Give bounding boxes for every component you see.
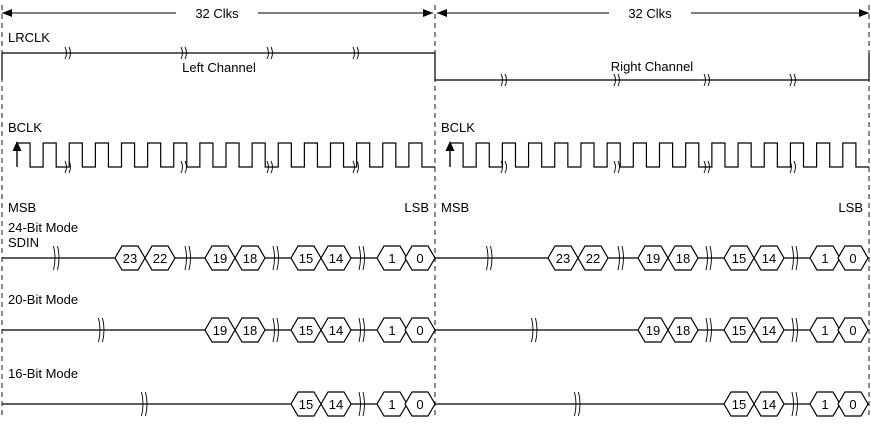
- bit-number-label: 14: [762, 397, 776, 412]
- time-break-mark: [531, 317, 538, 343]
- lsb-label-right: LSB: [838, 200, 863, 215]
- time-break-mark: [266, 46, 273, 60]
- bit-number-label: 19: [213, 323, 227, 338]
- time-break-mark: [352, 46, 359, 60]
- bit-number-label: 1: [388, 397, 395, 412]
- frame-boundaries: [1, 5, 870, 418]
- sdin-16bit-row: 15 14 1 0 15 14 1 0: [2, 391, 869, 417]
- data-bit-cell: [837, 391, 869, 417]
- bit-number-label: 15: [732, 397, 746, 412]
- lrclk-waveform: Left Channel Right Channel: [1, 46, 870, 87]
- bit-number-label: 1: [821, 323, 828, 338]
- bit-number-label: 19: [646, 323, 660, 338]
- bit-number-label: 18: [676, 323, 690, 338]
- bit-number-label: 22: [153, 251, 167, 266]
- data-bit-cell: [837, 317, 869, 343]
- time-break-mark: [358, 317, 365, 343]
- lsb-label-left: LSB: [404, 200, 429, 215]
- time-break-mark: [613, 160, 620, 174]
- time-break-mark: [500, 73, 507, 87]
- mode-20-label: 20-Bit Mode: [8, 292, 78, 307]
- bit-number-label: 14: [329, 323, 343, 338]
- bit-number-label: 14: [329, 397, 343, 412]
- time-break-mark: [705, 245, 712, 271]
- rising-edge-arrow-right: [445, 141, 455, 167]
- bit-number-label: 23: [556, 251, 570, 266]
- time-break-mark: [358, 391, 365, 417]
- bit-number-label: 15: [299, 397, 313, 412]
- time-break-mark: [272, 317, 279, 343]
- time-break-mark: [574, 391, 581, 417]
- bclk-label-left: BCLK: [8, 120, 42, 135]
- bit-number-label: 15: [299, 251, 313, 266]
- lrclk-label: LRCLK: [8, 30, 50, 45]
- bit-number-label: 18: [243, 251, 257, 266]
- time-break-mark: [613, 73, 620, 87]
- time-break-mark: [358, 245, 365, 271]
- bit-number-label: 15: [732, 251, 746, 266]
- msb-label-right: MSB: [441, 200, 469, 215]
- bclk-waveform: [12, 141, 869, 174]
- bit-number-label: 0: [416, 397, 423, 412]
- bit-number-label: 0: [849, 251, 856, 266]
- time-break-mark: [791, 391, 798, 417]
- bit-number-label: 0: [416, 323, 423, 338]
- time-break-mark: [789, 73, 796, 87]
- bit-number-label: 18: [243, 323, 257, 338]
- bit-number-label: 15: [299, 323, 313, 338]
- time-break-mark: [500, 160, 507, 174]
- bit-number-label: 18: [676, 251, 690, 266]
- data-bit-cell: [837, 245, 869, 271]
- right-channel-label: Right Channel: [611, 59, 693, 74]
- bit-number-label: 1: [821, 397, 828, 412]
- bit-number-label: 1: [821, 251, 828, 266]
- frame-span-indicators: 32 Clks 32 Clks: [2, 6, 869, 21]
- mode-16-label: 16-Bit Mode: [8, 366, 78, 381]
- bit-number-label: 1: [388, 323, 395, 338]
- time-break-mark: [180, 46, 187, 60]
- mode-24-label: 24-Bit Mode: [8, 220, 78, 235]
- time-break-mark: [617, 245, 624, 271]
- time-break-mark: [180, 160, 187, 174]
- bit-number-label: 0: [849, 323, 856, 338]
- bit-number-label: 14: [329, 251, 343, 266]
- bit-number-label: 23: [123, 251, 137, 266]
- span-label-right: 32 Clks: [628, 6, 672, 21]
- sdin-20bit-row: 19 18 15 14 1 0 19 18 15 14 1 0: [2, 317, 869, 343]
- bit-number-label: 1: [388, 251, 395, 266]
- time-break-mark: [272, 245, 279, 271]
- time-break-mark: [791, 317, 798, 343]
- msb-label-left: MSB: [8, 200, 36, 215]
- time-break-mark: [98, 317, 105, 343]
- bit-number-label: 0: [416, 251, 423, 266]
- time-break-mark: [352, 160, 359, 174]
- rising-edge-arrow-left: [12, 141, 22, 167]
- span-label-left: 32 Clks: [195, 6, 239, 21]
- time-break-mark: [703, 73, 710, 87]
- time-break-mark: [64, 46, 71, 60]
- time-break-mark: [791, 245, 798, 271]
- bit-number-label: 0: [849, 397, 856, 412]
- time-break-mark: [53, 245, 60, 271]
- sdin-24bit-row: 23 22 19 18 15 14 1 0 23 22 19 18 15 14 1 0: [2, 245, 869, 271]
- time-break-mark: [705, 317, 712, 343]
- bit-number-label: 19: [646, 251, 660, 266]
- bit-number-label: 14: [762, 251, 776, 266]
- time-break-mark: [141, 391, 148, 417]
- bit-number-label: 19: [213, 251, 227, 266]
- bclk-label-right: BCLK: [441, 120, 475, 135]
- sdin-label: SDIN: [8, 235, 39, 250]
- time-break-mark: [64, 160, 71, 174]
- bit-number-label: 14: [762, 323, 776, 338]
- time-break-mark: [486, 245, 493, 271]
- bit-number-label: 22: [586, 251, 600, 266]
- time-break-mark: [184, 245, 191, 271]
- left-channel-label: Left Channel: [182, 60, 256, 75]
- time-break-mark: [789, 160, 796, 174]
- time-break-mark: [703, 160, 710, 174]
- time-break-mark: [266, 160, 273, 174]
- bit-number-label: 15: [732, 323, 746, 338]
